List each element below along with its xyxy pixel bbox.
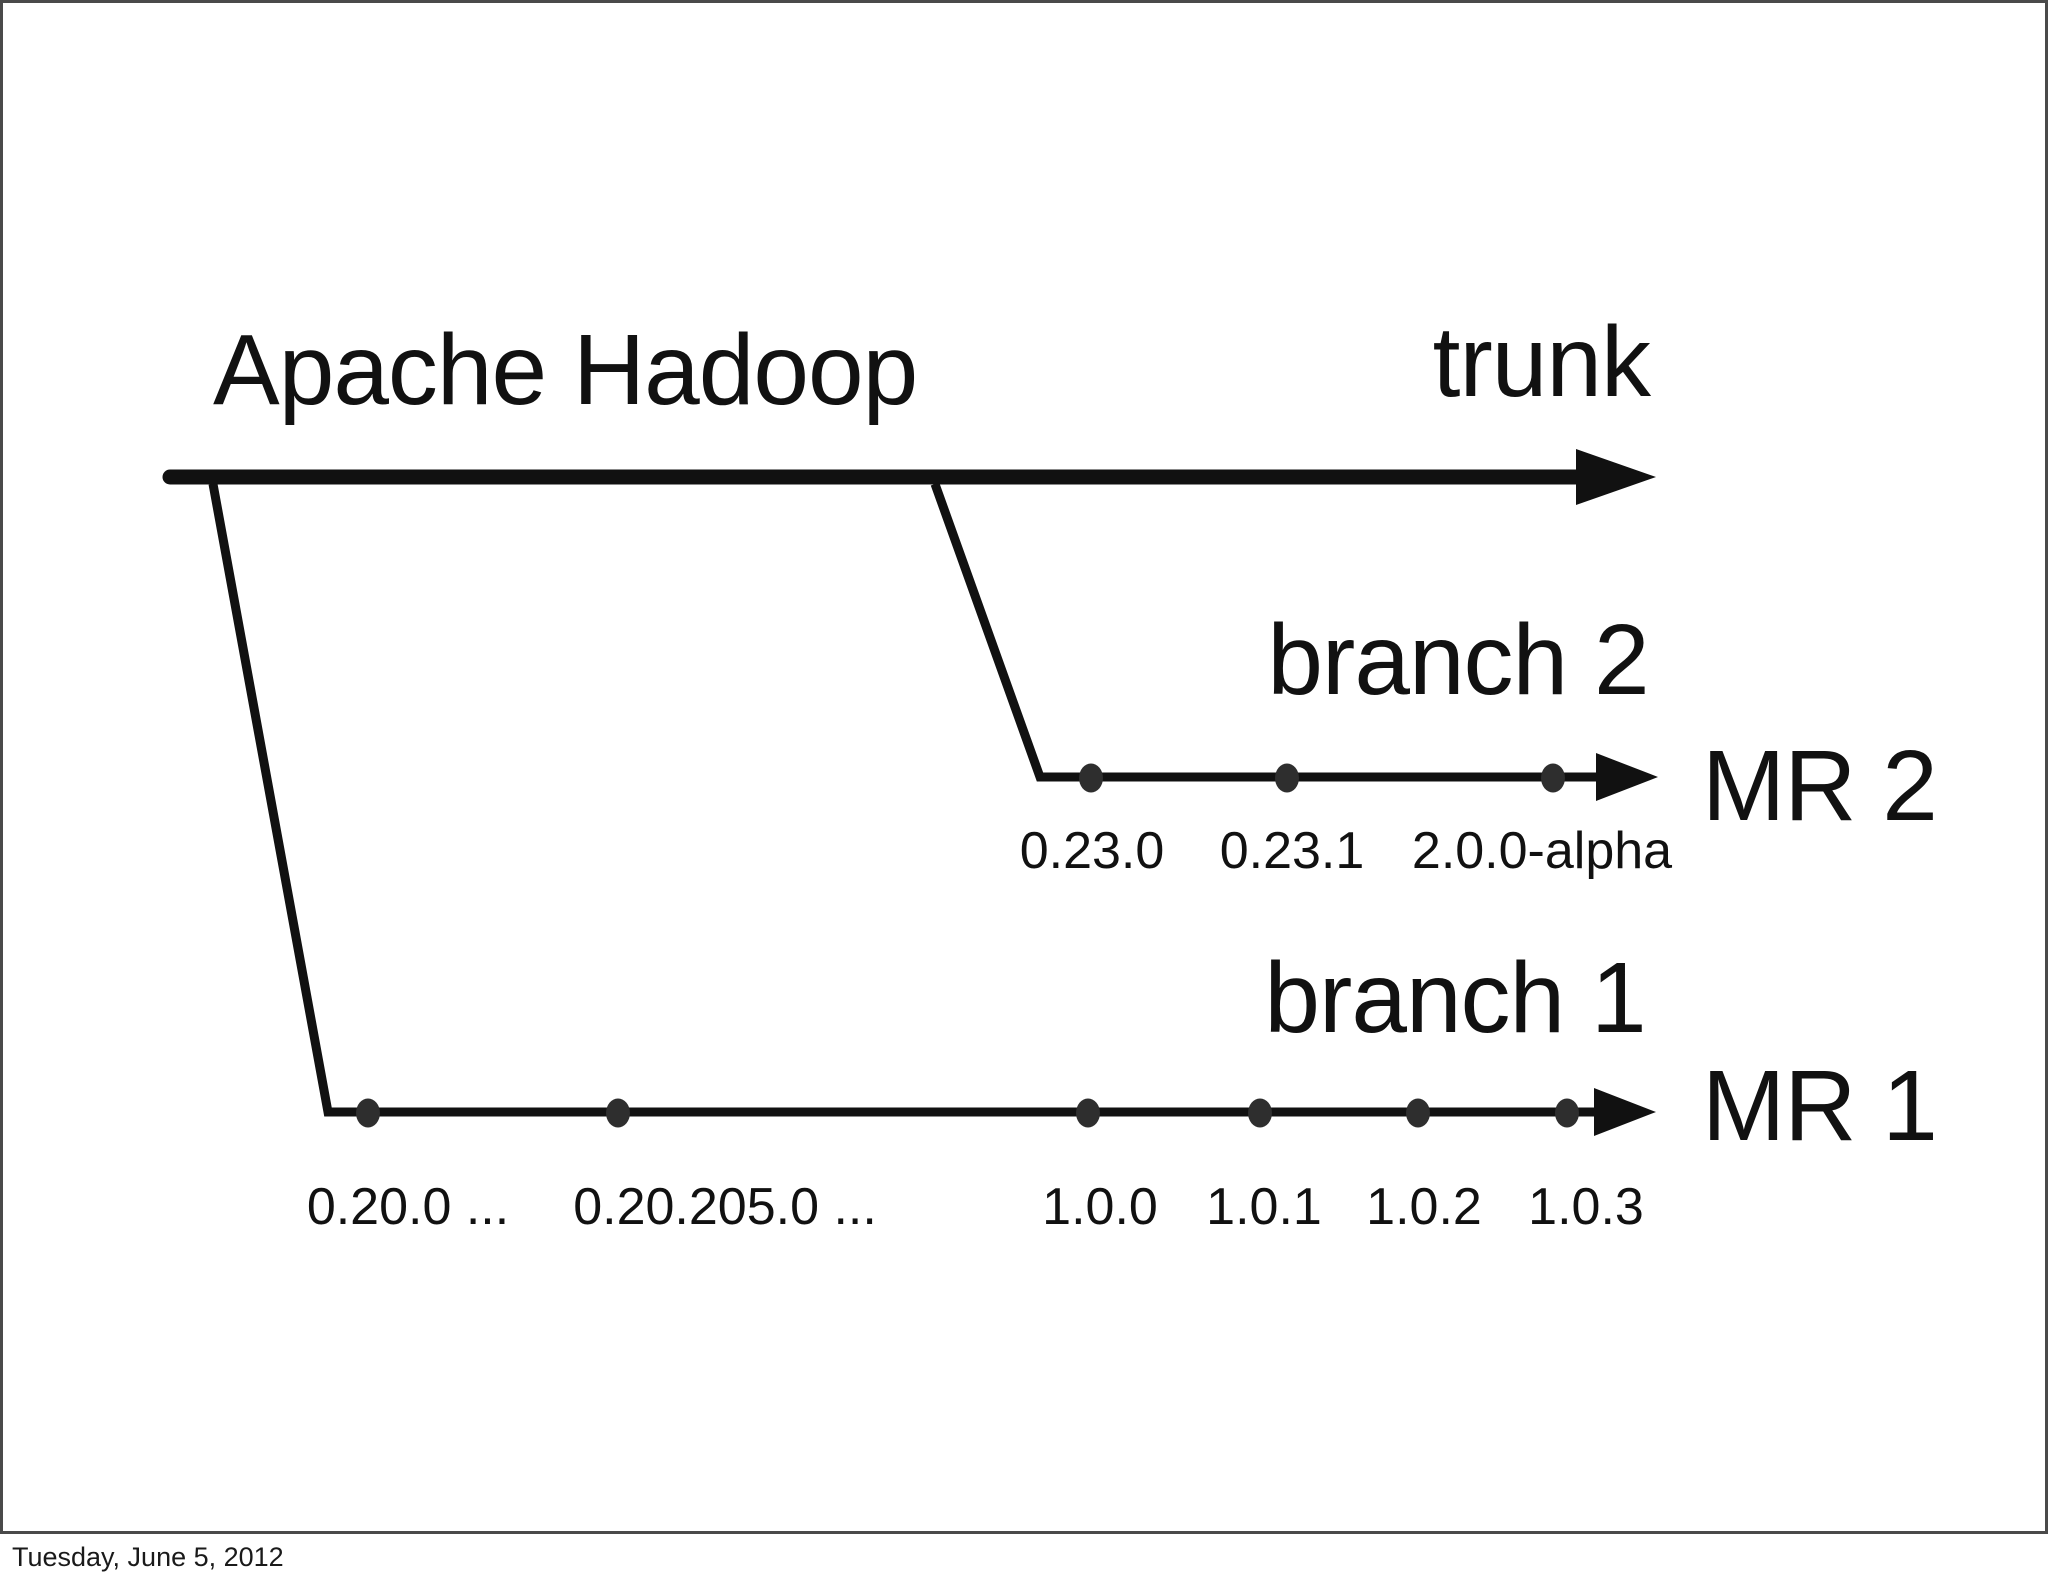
slide-date: Tuesday, June 5, 2012 <box>12 1542 284 1572</box>
trunk-label: trunk <box>1432 306 1651 418</box>
commit-dot <box>1541 763 1565 793</box>
branch2-label: branch 2 <box>1267 604 1649 716</box>
branch1-endpoint-label: MR 1 <box>1702 1050 1938 1162</box>
version-label: 0.20.0 ... <box>306 1178 510 1236</box>
version-label: 2.0.0-alpha <box>1411 822 1673 880</box>
commit-dot <box>356 1098 380 1128</box>
commit-dot <box>1079 763 1103 793</box>
version-label: 1.0.1 <box>1206 1178 1322 1236</box>
version-label: 0.20.205.0 ... <box>573 1178 877 1236</box>
version-label: 1.0.3 <box>1528 1178 1644 1236</box>
branch2-endpoint-label: MR 2 <box>1702 730 1938 842</box>
slide-frame <box>0 0 2048 1534</box>
commit-dot <box>1406 1098 1430 1128</box>
commit-dot <box>606 1098 630 1128</box>
page-title: Apache Hadoop <box>213 314 918 426</box>
version-label: 0.23.0 <box>1019 822 1165 880</box>
commit-dot <box>1248 1098 1272 1128</box>
version-label: 1.0.2 <box>1366 1178 1482 1236</box>
branch1-arrowhead-icon <box>1594 1088 1656 1136</box>
branch1-line <box>208 483 1600 1117</box>
version-label: 1.0.0 <box>1042 1178 1158 1236</box>
commit-dot <box>1555 1098 1579 1128</box>
branch1-label: branch 1 <box>1264 942 1646 1054</box>
version-label: 0.23.1 <box>1219 822 1365 880</box>
trunk-arrowhead-icon <box>1576 449 1656 505</box>
commit-dot <box>1076 1098 1100 1128</box>
branch2-arrowhead-icon <box>1596 753 1658 801</box>
branch2-line <box>930 482 1602 782</box>
commit-dot <box>1275 763 1299 793</box>
